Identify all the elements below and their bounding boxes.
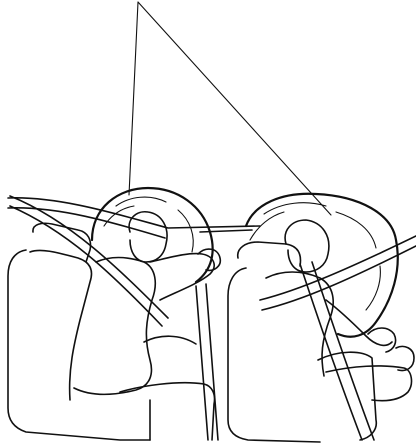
seat-belt-diagonal-2: [312, 262, 374, 440]
driver-seat-cushion: [120, 383, 215, 440]
passenger-arm: [326, 300, 392, 345]
driver-seat-back-inner: [30, 250, 92, 400]
center-pillar-line-1: [196, 286, 208, 440]
driver-seat: [8, 223, 215, 440]
passenger-seat-belt: [260, 236, 416, 440]
center-pillar-line-2: [206, 284, 218, 440]
passenger-airbag-fold-4: [366, 266, 380, 310]
passenger-seat-back: [228, 268, 320, 442]
driver-figure: [74, 212, 220, 395]
dashboard-edge: [200, 230, 252, 232]
driver-airbag-fold-3: [178, 210, 193, 252]
passenger-airbag-fold-1: [264, 203, 326, 214]
leader-line-driver-airbag: [129, 2, 138, 195]
a-pillar-line-2: [10, 206, 162, 326]
passenger-airbag-fold-2: [336, 212, 376, 248]
dashboard: [8, 198, 260, 238]
leader-line-passenger-airbag: [138, 2, 331, 215]
a-pillar: [10, 196, 168, 326]
driver-arm: [150, 254, 214, 300]
seat-belt-upper-2: [262, 246, 416, 310]
driver-leg: [144, 336, 196, 344]
passenger-hand: [368, 328, 396, 352]
driver-seat-back: [8, 250, 150, 440]
driver-airbag-fold-1: [116, 197, 166, 206]
driver-seat-headrest: [33, 223, 91, 262]
passenger-leg: [326, 366, 411, 401]
center-pillar: [196, 284, 218, 440]
leader-lines: [129, 2, 331, 215]
